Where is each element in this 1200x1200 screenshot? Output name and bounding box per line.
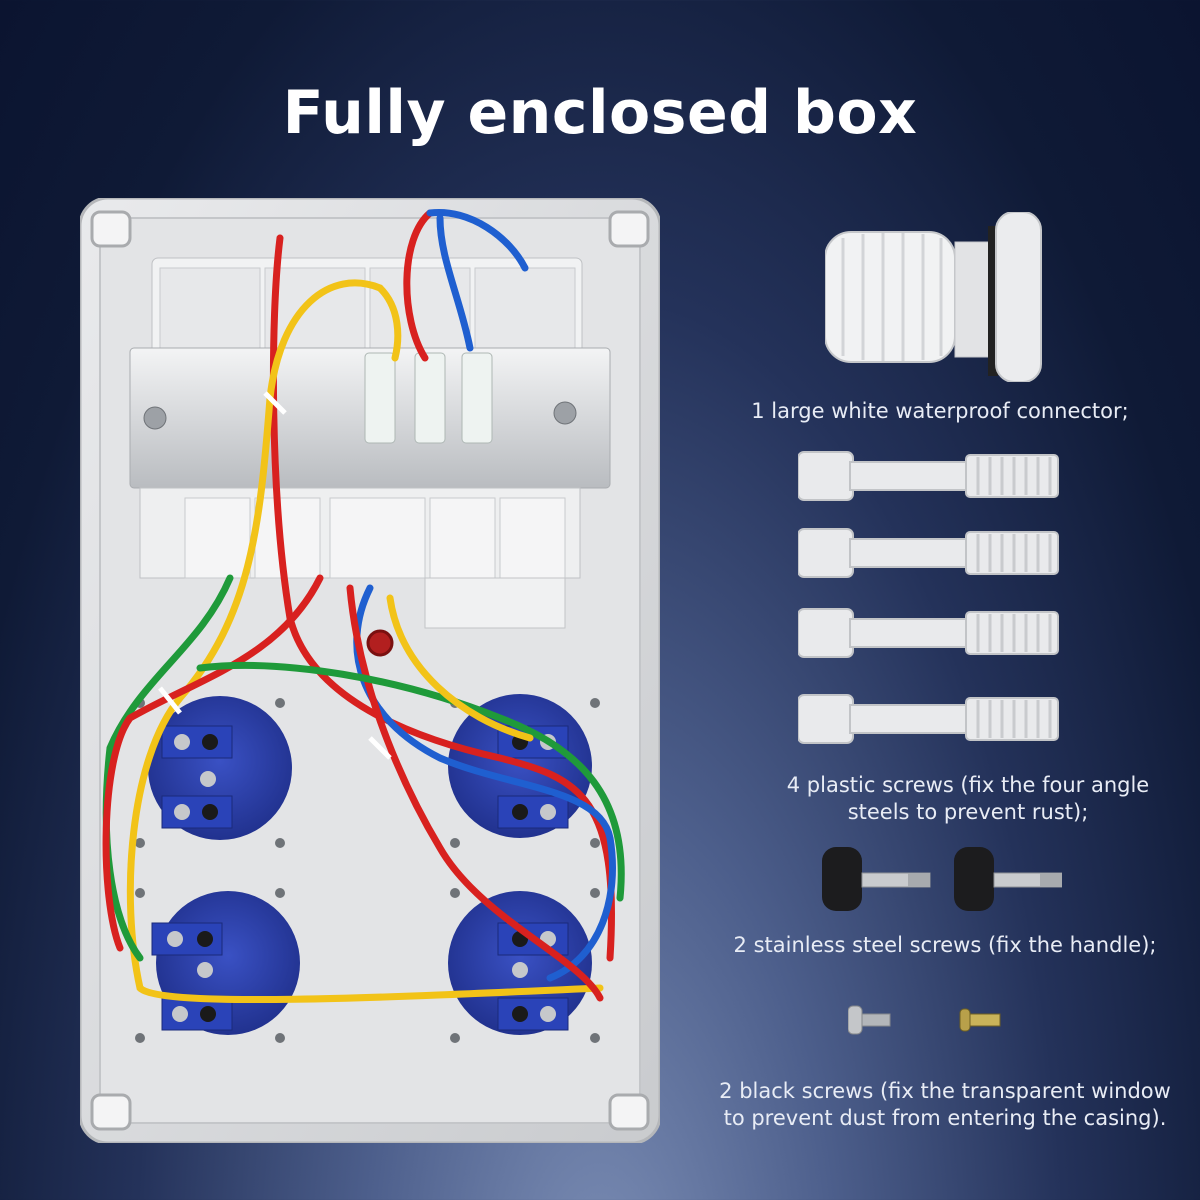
black-screws-caption-line-1: 2 black screws (fix the transparent wind… [719, 1079, 1171, 1103]
black-screws-caption-line-2: to prevent dust from entering the casing… [723, 1106, 1167, 1130]
terminal-block [364, 352, 493, 444]
black-screws-caption: 2 black screws (fix the transparent wind… [700, 1078, 1190, 1132]
plastic-screws-caption-line-1: 4 plastic screws (fix the four angle [786, 773, 1150, 797]
stainless-steel-screw-icon [822, 847, 1062, 911]
wiring [102, 208, 625, 1004]
enclosure-box-image [80, 198, 660, 1143]
waterproof-connector-icon [825, 212, 1042, 382]
plastic-screws-caption: 4 plastic screws (fix the four angle ste… [700, 772, 1200, 826]
socket-top-left [148, 696, 292, 840]
steel-screws-caption: 2 stainless steel screws (fix the handle… [733, 933, 1157, 957]
plastic-screws-caption-line-2: steels to prevent rust); [847, 800, 1089, 824]
page-title: Fully enclosed box [282, 78, 918, 148]
connector-caption: 1 large white waterproof connector; [751, 399, 1129, 423]
plastic-screw-icon [798, 451, 1059, 744]
black-screw-icon [848, 1005, 1001, 1035]
corner-holes [90, 210, 650, 1131]
